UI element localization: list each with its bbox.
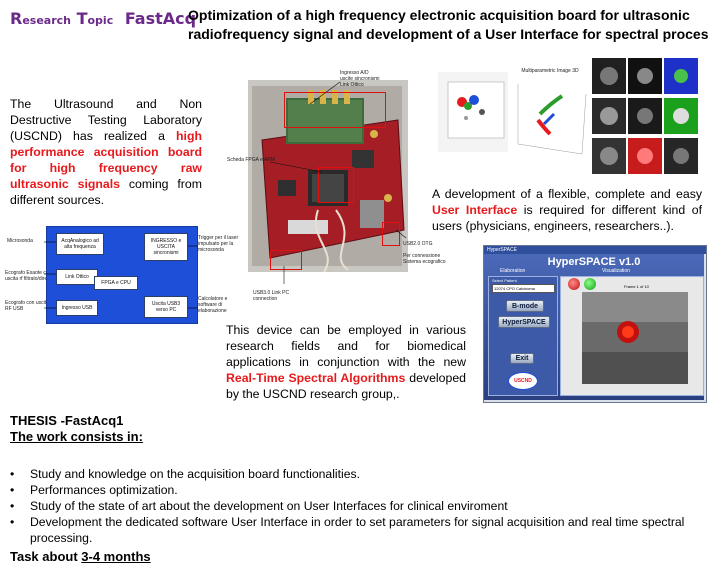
scatter-3d-graphic xyxy=(517,84,587,155)
block-ingresso-uscita: INGRESSO e USCITA sincronismi xyxy=(144,233,188,261)
block-uscita-usb3: Uscita USB3 verso PC xyxy=(144,296,188,318)
block-link-ottico: Link Ottico xyxy=(56,269,98,285)
project-name: FastAcq xyxy=(124,9,197,28)
title-line-1: Optimization of a high frequency electro… xyxy=(188,7,690,23)
intro-text-1: The Ultrasound and Non Destructive Testi… xyxy=(10,97,202,143)
block-ingresso-usb: Ingresso USB xyxy=(56,300,98,316)
image-grid xyxy=(590,56,702,184)
list-item: Study and knowledge on the acquisition b… xyxy=(8,466,708,482)
hyperspace-app-title: HyperSPACE v1.0 xyxy=(547,256,641,268)
hyperspace-select-patient-label: Select Patient xyxy=(492,278,517,283)
board-input-highlight xyxy=(284,92,386,128)
diagram-label-microsonda: Microsonda xyxy=(7,238,33,244)
hyperspace-bmode-button[interactable]: B-mode xyxy=(506,300,544,312)
hyperspace-window: HyperSPACE HyperSPACE v1.0 Elaboration V… xyxy=(483,245,707,403)
ui-text-2: is required for different kind of users … xyxy=(432,203,702,233)
device-highlight: Real-Time Spectral Algorithms xyxy=(226,371,406,385)
record-icon[interactable] xyxy=(568,278,580,290)
research-topic-tag: Research Topic FastAcq xyxy=(10,9,196,28)
list-item: Performances optimization. xyxy=(8,482,708,498)
board-callout-lines xyxy=(269,81,407,284)
image-grid-graphic xyxy=(590,56,702,184)
tag-word-research: esearch xyxy=(22,14,71,27)
diagram-label-trigger: Trigger per il laser impulsato per la mi… xyxy=(198,235,239,253)
block-acq-analogico: AcqAnalogico ad alta frequenza xyxy=(56,233,104,255)
diagram-label-ecografo-usb: Ecografo con uscita RF USB xyxy=(5,300,49,312)
tag-letter-t: T xyxy=(76,9,88,28)
play-icon[interactable] xyxy=(584,278,596,290)
device-text-1: This device can be employed in various r… xyxy=(226,323,466,369)
acquisition-board-photo xyxy=(248,80,408,273)
task-duration-line: Task about 3-4 months xyxy=(10,549,151,564)
label-scheda: Scheda FPGA e ARM xyxy=(227,157,276,163)
label-usb-otg: USB2.0 OTG xyxy=(403,241,433,247)
scatter-2d-graphic xyxy=(447,81,505,139)
page-title: Optimization of a high frequency electro… xyxy=(188,6,708,44)
board-fpga-highlight xyxy=(318,167,354,203)
hyperspace-visualization-label: Visualization xyxy=(602,268,630,274)
diagram-label-calcolatore: Calcolatore e software di elaborazione xyxy=(198,296,228,314)
scatter-3d-title: Multiparametric Image 3D xyxy=(521,68,579,74)
title-line-2: radiofrequency signal and development of… xyxy=(188,26,708,42)
device-paragraph: This device can be employed in various r… xyxy=(226,322,466,402)
block-fpga-cpu: FPGA e CPU xyxy=(94,276,138,290)
block-diagram-connectors xyxy=(44,241,198,309)
ultrasound-image xyxy=(582,292,688,384)
ultrasound-graphic xyxy=(582,292,688,384)
hyperspace-window-titlebar: HyperSPACE xyxy=(484,246,706,254)
uscnd-logo: USCND xyxy=(508,372,538,390)
intro-paragraph: The Ultrasound and Non Destructive Testi… xyxy=(10,96,202,208)
intro-text-2: coming from different sources. xyxy=(10,177,202,207)
task-prefix: Task about xyxy=(10,549,82,564)
list-item: Development the dedicated software User … xyxy=(8,514,708,546)
label-connessione: Per connessione Sistema ecografico xyxy=(403,253,446,265)
task-duration: 3-4 months xyxy=(81,549,151,564)
tag-letter-r: R xyxy=(10,9,23,28)
board-illustration xyxy=(248,80,408,273)
hyperspace-frame-label: Frame 1 of 10 xyxy=(624,284,649,289)
hyperspace-elaboration-label: Elaboration xyxy=(500,268,526,274)
thesis-task-list: Study and knowledge on the acquisition b… xyxy=(8,466,708,546)
board-usb-highlight xyxy=(270,250,302,270)
thesis-subtitle: The work consists in: xyxy=(10,429,143,444)
tag-word-topic: opic xyxy=(87,14,114,27)
scatter-3d-plot: Multiparametric Image 3D xyxy=(510,68,590,160)
thesis-title: THESIS -FastAcq1 xyxy=(10,413,124,428)
hyperspace-patient-select[interactable]: 12074 CPO Calcinoma xyxy=(492,284,555,293)
hyperspace-run-button[interactable]: HyperSPACE xyxy=(498,316,550,328)
board-otg-highlight xyxy=(382,222,400,246)
label-usb-link: USB3.0 Link PC connection xyxy=(253,290,290,302)
ui-text-1: A development of a flexible, complete an… xyxy=(432,187,702,201)
ui-highlight: User Interface xyxy=(432,203,518,217)
thesis-heading: THESIS -FastAcq1 The work consists in: xyxy=(10,413,143,445)
ui-paragraph: A development of a flexible, complete an… xyxy=(432,186,702,234)
device-text-2: developed by the USCND research group,. xyxy=(226,371,467,401)
list-item: Study of the state of art about the deve… xyxy=(8,498,708,514)
hyperspace-exit-button[interactable]: Exit xyxy=(510,353,534,364)
label-ingresso: Ingresso A/D uscite sincronismi Link Ott… xyxy=(340,70,380,88)
intro-highlight: high performance acquisition board for h… xyxy=(10,129,202,191)
scatter-2d-plot xyxy=(438,72,508,152)
